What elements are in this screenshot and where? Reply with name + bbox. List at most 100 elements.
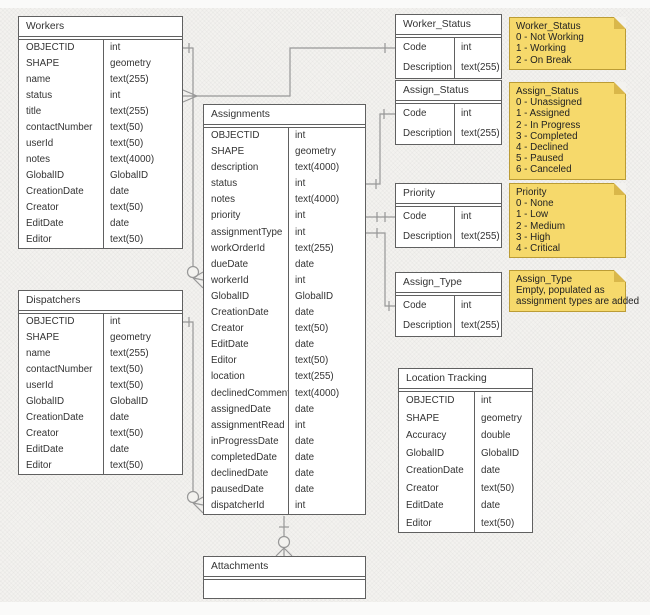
- field-type: int: [454, 38, 501, 58]
- connector-dispatchers-assignments[interactable]: [183, 317, 204, 514]
- connector-priority-assignments[interactable]: [366, 212, 395, 222]
- field-type: int: [103, 314, 182, 330]
- field-type: text(50): [103, 120, 182, 136]
- table-title: Workers: [19, 17, 182, 37]
- note-line: 5 - Paused: [516, 153, 564, 165]
- field-name: SHAPE: [406, 412, 440, 424]
- note-line: 1 - Assigned: [516, 108, 570, 120]
- field-name: declinedDate: [211, 467, 269, 479]
- field-name: location: [211, 371, 245, 383]
- connector-assignstatus-assignments[interactable]: [366, 109, 395, 189]
- field-name: userId: [26, 380, 54, 391]
- table-title: Dispatchers: [19, 291, 182, 311]
- field-name: EditDate: [26, 218, 64, 229]
- field-type: text(50): [103, 136, 182, 152]
- note-title: Worker_Status: [516, 21, 581, 32]
- field-name: Code: [403, 42, 427, 53]
- field-name: Code: [403, 211, 427, 222]
- field-name: contactNumber: [26, 122, 93, 133]
- field-name: CreationDate: [211, 307, 269, 319]
- field-name: Description: [403, 320, 453, 331]
- field-type: text(255): [288, 369, 365, 386]
- field-type: geometry: [474, 409, 532, 427]
- field-type: date: [288, 256, 365, 273]
- field-type: geometry: [103, 56, 182, 72]
- crow-foot-prong: [275, 547, 285, 557]
- crow-foot-prong: [192, 277, 204, 281]
- connector-assigntype-assignments[interactable]: [366, 228, 395, 311]
- field-name: declinedComment: [211, 387, 288, 399]
- field-type: int: [103, 40, 182, 56]
- table-attachments[interactable]: Attachments: [203, 556, 366, 599]
- field-name: EditDate: [26, 444, 64, 455]
- field-type: date: [288, 449, 365, 466]
- field-type: int: [454, 104, 501, 124]
- note-title: Priority: [516, 187, 547, 198]
- field-name: OBJECTID: [26, 42, 75, 53]
- field-type: text(50): [103, 426, 182, 442]
- connector-workers-assignments[interactable]: [183, 43, 204, 289]
- field-row: contactNumber text(50): [19, 120, 182, 136]
- connector-assignments-attachments[interactable]: [275, 516, 293, 557]
- field-name: workerId: [211, 274, 249, 286]
- crow-foot-prong: [182, 95, 198, 103]
- field-type: text(255): [103, 104, 182, 120]
- crow-foot-prong: [192, 271, 204, 279]
- field-type: int: [103, 88, 182, 104]
- field-type: date: [288, 401, 365, 418]
- field-name: Description: [403, 62, 453, 73]
- note-line: 4 - Declined: [516, 142, 569, 154]
- connector-workerstatus-workers[interactable]: [182, 43, 395, 103]
- field-type: geometry: [103, 330, 182, 346]
- crow-foot-prong: [182, 89, 198, 97]
- canvas-bottom-margin: [0, 602, 650, 615]
- field-name: Creator: [211, 323, 244, 335]
- field-name: Creator: [26, 202, 59, 213]
- field-type: date: [103, 410, 182, 426]
- field-name: name: [26, 348, 51, 359]
- crow-foot-prong: [192, 496, 204, 504]
- connector-line: [366, 113, 395, 185]
- field-type: text(50): [474, 514, 532, 532]
- connector-line: [366, 232, 395, 307]
- field-type: GlobalID: [103, 168, 182, 184]
- field-type: int: [288, 128, 365, 145]
- field-type: text(255): [103, 72, 182, 88]
- field-name: SHAPE: [26, 332, 60, 343]
- field-type: GlobalID: [103, 394, 182, 410]
